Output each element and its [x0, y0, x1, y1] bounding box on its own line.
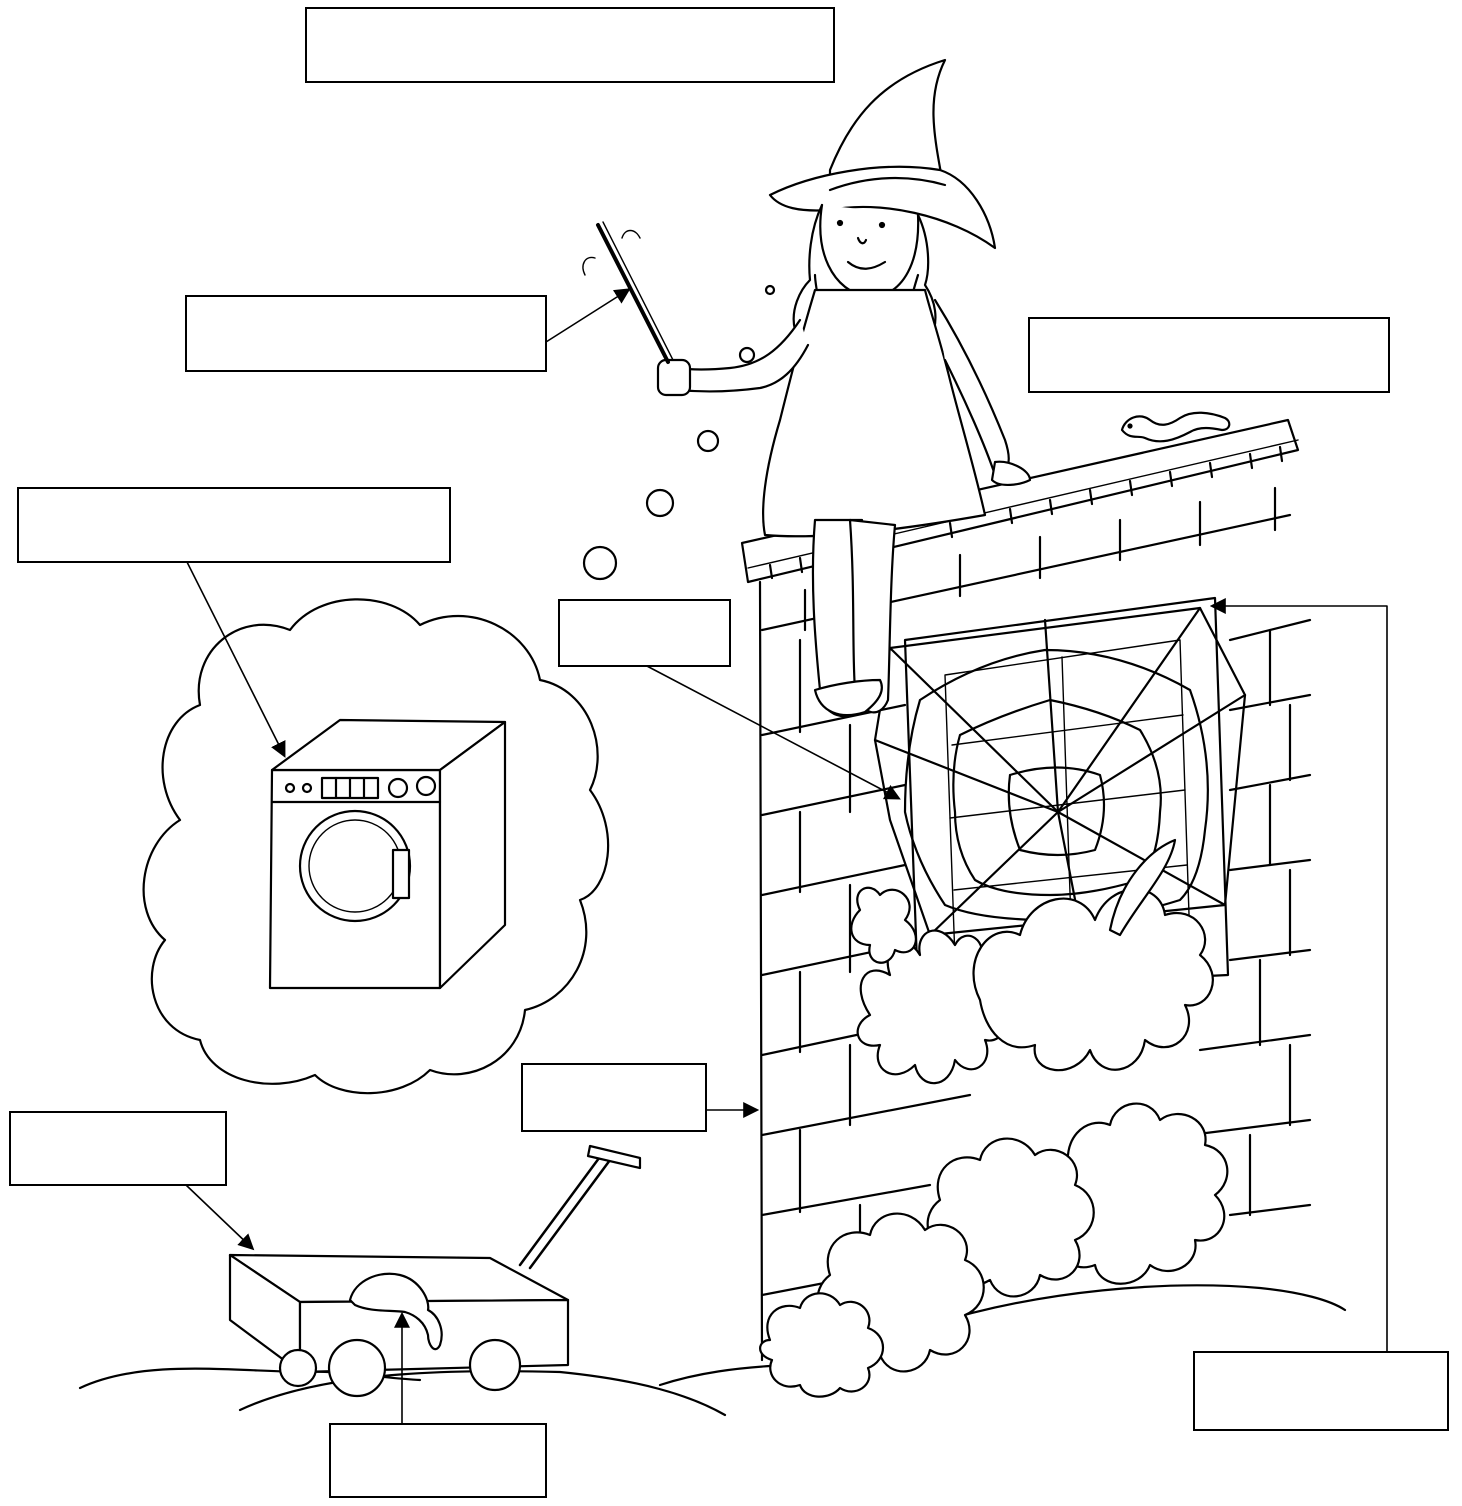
label-box-worm[interactable]: [329, 1423, 547, 1498]
toy-cart: [228, 1144, 642, 1398]
witch: [582, 58, 1032, 718]
thought-cloud: [142, 598, 610, 1095]
washing-machine: [268, 718, 507, 990]
bushes: [759, 838, 1229, 1398]
label-box-window[interactable]: [1193, 1351, 1449, 1431]
label-box-wall[interactable]: [521, 1063, 707, 1132]
worm-on-roof: [1120, 411, 1231, 443]
label-box-wand[interactable]: [185, 295, 547, 372]
label-box-roof[interactable]: [1028, 317, 1390, 393]
label-box-cart[interactable]: [9, 1111, 227, 1186]
label-box-cobweb[interactable]: [558, 599, 731, 667]
label-box-washing-machine[interactable]: [17, 487, 451, 563]
label-box-title[interactable]: [305, 7, 835, 83]
leader-lines: [185, 288, 1388, 1424]
